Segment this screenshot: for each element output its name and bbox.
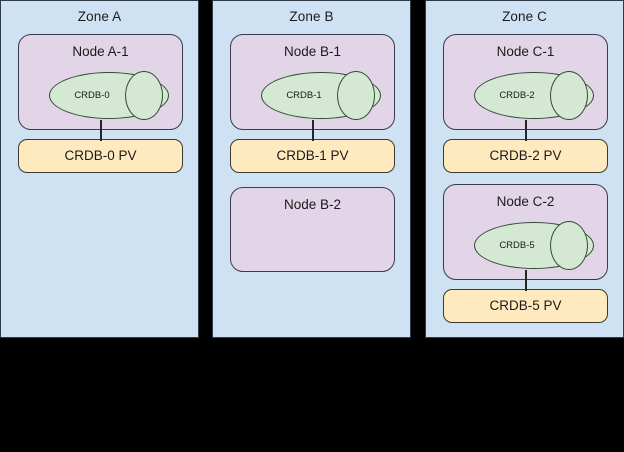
node-b-1-title: Node B-1 <box>283 44 342 59</box>
node-c-1-title: Node C-1 <box>496 44 555 59</box>
database-cylinder-crdb-0[interactable]: CRDB-0 <box>49 71 169 120</box>
database-label-crdb-2: CRDB-2 <box>499 89 535 101</box>
node-b-2[interactable]: Node B-2 <box>230 187 395 272</box>
pv-crdb-5[interactable]: CRDB-5 PV <box>443 289 608 323</box>
node-a-1-title: Node A-1 <box>72 44 129 59</box>
database-cylinder-crdb-5[interactable]: CRDB-5 <box>474 221 594 270</box>
zone-b: Zone B Node B-1 CRDB-1 CRDB-1 PV Node B-… <box>212 0 411 338</box>
connector-crdb-0-to-pv <box>100 120 102 141</box>
database-cylinder-crdb-1[interactable]: CRDB-1 <box>261 71 381 120</box>
node-b-2-title: Node B-2 <box>283 197 342 212</box>
connector-crdb-1-to-pv <box>312 120 314 141</box>
zone-b-title: Zone B <box>289 9 334 24</box>
pv-crdb-1[interactable]: CRDB-1 PV <box>230 139 395 173</box>
node-a-1[interactable]: Node A-1 CRDB-0 <box>18 34 183 130</box>
pv-label-crdb-1: CRDB-1 PV <box>276 148 349 163</box>
connector-crdb-2-to-pv <box>525 120 527 141</box>
database-cylinder-crdb-2[interactable]: CRDB-2 <box>474 71 594 120</box>
node-c-1[interactable]: Node C-1 CRDB-2 <box>443 34 608 130</box>
database-label-crdb-1: CRDB-1 <box>286 89 322 101</box>
node-c-2[interactable]: Node C-2 CRDB-5 <box>443 184 608 280</box>
zone-a-title: Zone A <box>77 9 122 24</box>
pv-crdb-2[interactable]: CRDB-2 PV <box>443 139 608 173</box>
cylinder-cap <box>125 71 163 120</box>
cylinder-cap <box>337 71 375 120</box>
cylinder-cap <box>550 221 588 270</box>
database-label-crdb-5: CRDB-5 <box>499 239 535 251</box>
node-c-2-title: Node C-2 <box>496 194 555 209</box>
database-label-crdb-0: CRDB-0 <box>74 89 110 101</box>
zone-a: Zone A Node A-1 CRDB-0 CRDB-0 PV <box>0 0 199 338</box>
zone-c: Zone C Node C-1 CRDB-2 CRDB-2 PV Node C-… <box>425 0 624 338</box>
node-b-1[interactable]: Node B-1 CRDB-1 <box>230 34 395 130</box>
zone-c-title: Zone C <box>502 9 547 24</box>
pv-label-crdb-5: CRDB-5 PV <box>489 298 562 313</box>
pv-crdb-0[interactable]: CRDB-0 PV <box>18 139 183 173</box>
pv-label-crdb-2: CRDB-2 PV <box>489 148 562 163</box>
cylinder-cap <box>550 71 588 120</box>
connector-crdb-5-to-pv <box>525 270 527 291</box>
pv-label-crdb-0: CRDB-0 PV <box>64 148 137 163</box>
